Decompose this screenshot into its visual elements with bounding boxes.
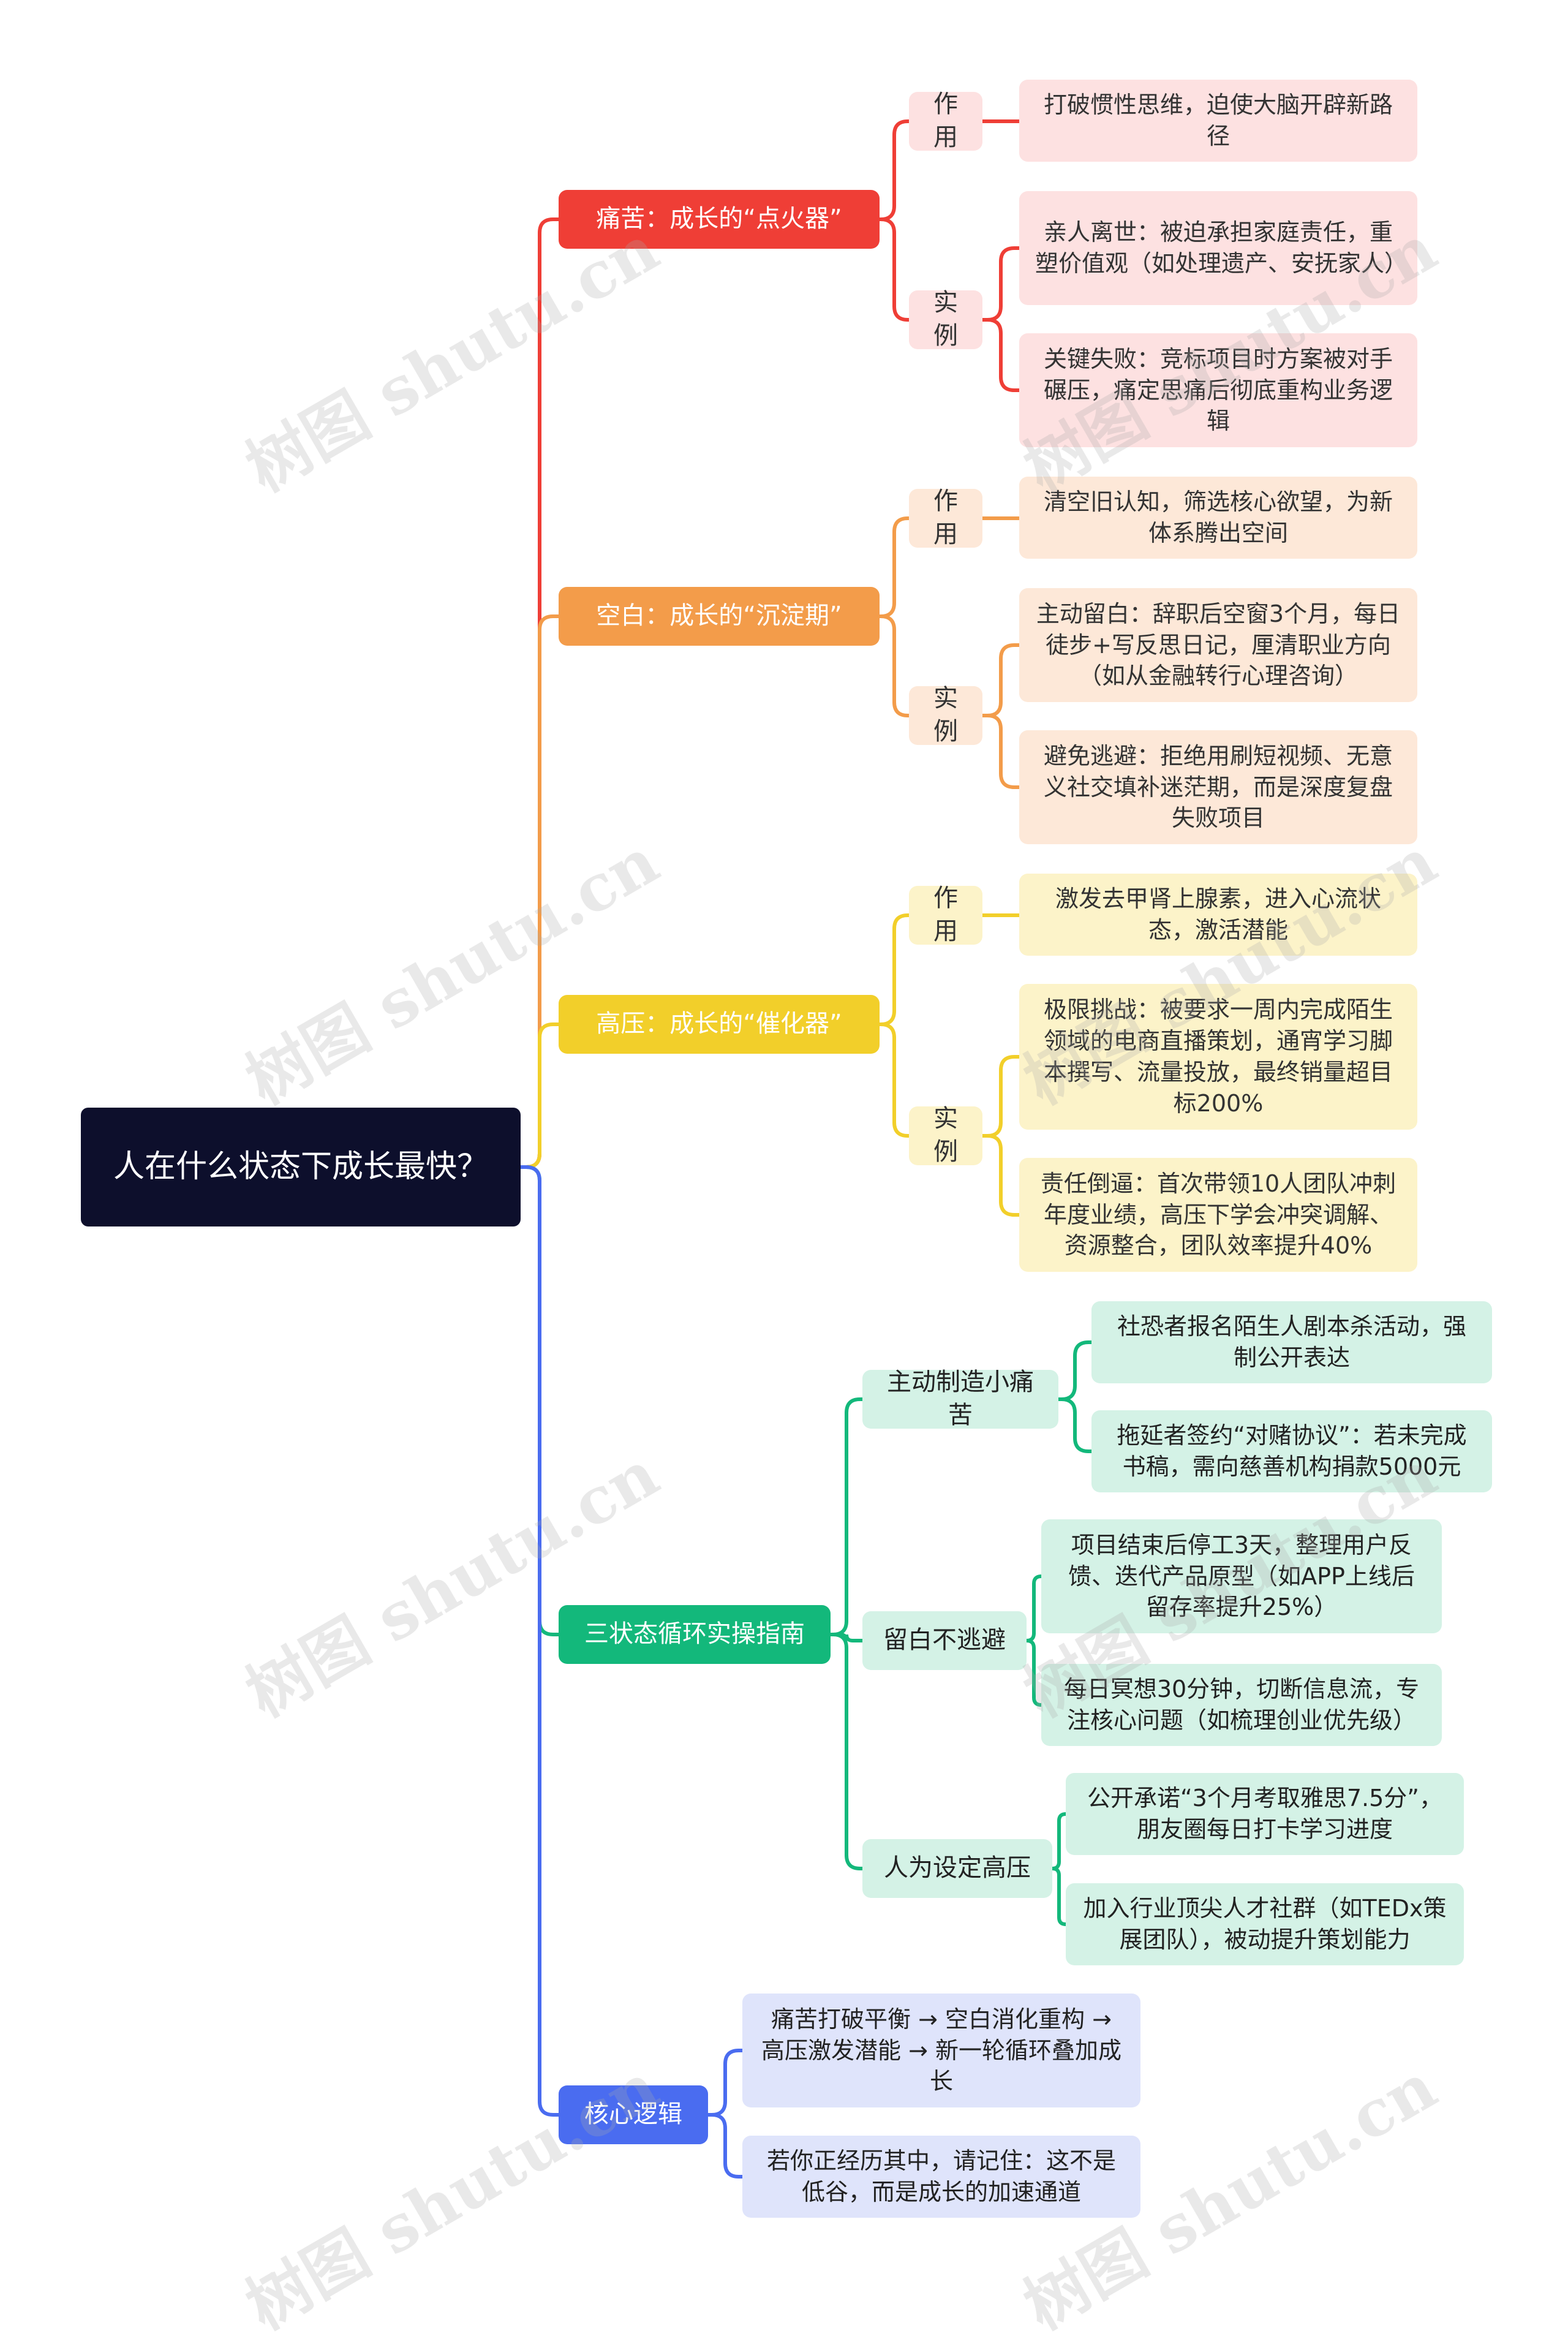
connector-guide-g2-item-1 bbox=[1025, 1574, 1043, 1642]
pressure-role-label[interactable]: 作用 bbox=[909, 884, 982, 945]
connector-blank-example-1 bbox=[981, 643, 1021, 717]
pressure-example-2[interactable]: 责任倒逼：首次带领10人团队冲刺年度业绩，高压下学会冲突调解、资源整合，团队效率… bbox=[1019, 1158, 1417, 1272]
connector-guide-g3-item-2 bbox=[1050, 1867, 1068, 1926]
connector-root-pressure bbox=[519, 1022, 560, 1169]
branch-pain[interactable]: 痛苦：成长的“点火器” bbox=[559, 190, 880, 249]
pain-example-1[interactable]: 亲人离世：被迫承担家庭责任，重塑价值观（如处理遗产、安抚家人） bbox=[1019, 191, 1417, 305]
guide-group-2-label[interactable]: 留白不逃避 bbox=[862, 1611, 1027, 1670]
blank-role-label[interactable]: 作用 bbox=[909, 487, 982, 548]
blank-example-2[interactable]: 避免逃避：拒绝用刷短视频、无意义社交填补迷茫期，而是深度复盘失败项目 bbox=[1019, 730, 1417, 844]
connector-guide-g3-item-1 bbox=[1050, 1812, 1068, 1870]
pain-example-label[interactable]: 实例 bbox=[909, 289, 982, 350]
pain-example-2[interactable]: 关键失败：竞标项目时方案被对手碾压，痛定思痛后彻底重构业务逻辑 bbox=[1019, 333, 1417, 447]
connector-blank-example bbox=[878, 614, 911, 717]
connector-guide-group-3 bbox=[829, 1633, 864, 1870]
connector-pressure-example-1 bbox=[981, 1055, 1021, 1138]
pressure-role[interactable]: 激发去甲肾上腺素，进入心流状态，激活潜能 bbox=[1019, 874, 1417, 956]
connector-pain-role bbox=[878, 119, 911, 221]
connector-core-item-2 bbox=[706, 2113, 744, 2179]
pressure-example-label[interactable]: 实例 bbox=[909, 1105, 982, 1166]
connector-pain-example-2 bbox=[981, 318, 1021, 392]
connector-guide-g1-item-1 bbox=[1057, 1340, 1093, 1401]
connector-guide-g2-item-2 bbox=[1025, 1639, 1043, 1707]
connector-blank-example-2 bbox=[981, 714, 1021, 789]
branch-guide[interactable]: 三状态循环实操指南 bbox=[559, 1605, 831, 1664]
connector-pain-example bbox=[878, 217, 911, 322]
blank-role[interactable]: 清空旧认知，筛选核心欲望，为新体系腾出空间 bbox=[1019, 477, 1417, 559]
connector-guide-g1-item-2 bbox=[1057, 1397, 1093, 1453]
root-topic[interactable]: 人在什么状态下成长最快？ bbox=[81, 1108, 521, 1226]
branch-core[interactable]: 核心逻辑 bbox=[559, 2085, 708, 2144]
pain-role-label[interactable]: 作用 bbox=[909, 90, 982, 151]
guide-group-1-item-2[interactable]: 拖延者签约“对赌协议”：若未完成书稿，需向慈善机构捐款5000元 bbox=[1091, 1410, 1492, 1492]
guide-group-1-item-1[interactable]: 社恐者报名陌生人剧本杀活动，强制公开表达 bbox=[1091, 1301, 1492, 1383]
connector-root-core bbox=[519, 1165, 560, 2117]
pressure-example-1[interactable]: 极限挑战：被要求一周内完成陌生领域的电商直播策划，通宵学习脚本撰写、流量投放，最… bbox=[1019, 984, 1417, 1130]
connector-pressure-example-2 bbox=[981, 1134, 1021, 1217]
pain-role[interactable]: 打破惯性思维，迫使大脑开辟新路径 bbox=[1019, 80, 1417, 162]
connector-guide-group-2 bbox=[829, 1633, 864, 1642]
blank-example-label[interactable]: 实例 bbox=[909, 684, 982, 746]
connector-pressure-example bbox=[878, 1022, 911, 1138]
connector-pressure-role bbox=[878, 913, 911, 1026]
guide-group-3-item-1[interactable]: 公开承诺“3个月考取雅思7.5分”，朋友圈每日打卡学习进度 bbox=[1066, 1773, 1464, 1855]
guide-group-1-label[interactable]: 主动制造小痛苦 bbox=[862, 1368, 1058, 1429]
guide-group-3-item-2[interactable]: 加入行业顶尖人才社群（如TEDx策展团队），被动提升策划能力 bbox=[1066, 1883, 1464, 1965]
core-item-2[interactable]: 若你正经历其中，请记住：这不是低谷，而是成长的加速通道 bbox=[742, 2136, 1140, 2218]
guide-group-2-item-2[interactable]: 每日冥想30分钟，切断信息流，专注核心问题（如梳理创业优先级） bbox=[1041, 1664, 1442, 1746]
connector-lines bbox=[519, 119, 1093, 2179]
connector-guide-group-1 bbox=[829, 1397, 864, 1636]
guide-group-2-item-1[interactable]: 项目结束后停工3天，整理用户反馈、迭代产品原型（如APP上线后留存率提升25%） bbox=[1041, 1519, 1442, 1633]
guide-group-3-label[interactable]: 人为设定高压 bbox=[862, 1839, 1052, 1898]
branch-pressure[interactable]: 高压：成长的“催化器” bbox=[559, 995, 880, 1054]
core-item-1[interactable]: 痛苦打破平衡 → 空白消化重构 → 高压激发潜能 → 新一轮循环叠加成长 bbox=[742, 1994, 1140, 2107]
connector-blank-role bbox=[878, 516, 911, 618]
connector-pain-example-1 bbox=[981, 246, 1021, 322]
connector-core-item-1 bbox=[706, 2049, 744, 2117]
branch-blank[interactable]: 空白：成长的“沉淀期” bbox=[559, 587, 880, 646]
blank-example-1[interactable]: 主动留白：辞职后空窗3个月，每日徒步+写反思日记，厘清职业方向（如从金融转行心理… bbox=[1019, 588, 1417, 702]
